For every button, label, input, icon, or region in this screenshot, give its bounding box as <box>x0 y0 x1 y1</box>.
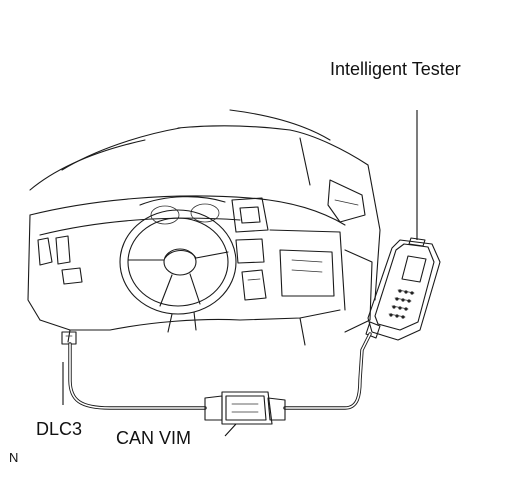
cables <box>68 332 372 410</box>
intelligent-tester-device <box>365 237 441 341</box>
can-vim-label: CAN VIM <box>116 428 192 448</box>
dlc3-label: DLC3 <box>36 419 83 439</box>
corner-mark: N <box>9 450 19 465</box>
can-vim-module <box>204 391 286 425</box>
tester-keypad <box>388 289 415 319</box>
dashboard-drawing <box>27 109 381 346</box>
can-vim-leader-line <box>224 423 237 437</box>
tester-label: Intelligent Tester <box>330 59 461 79</box>
